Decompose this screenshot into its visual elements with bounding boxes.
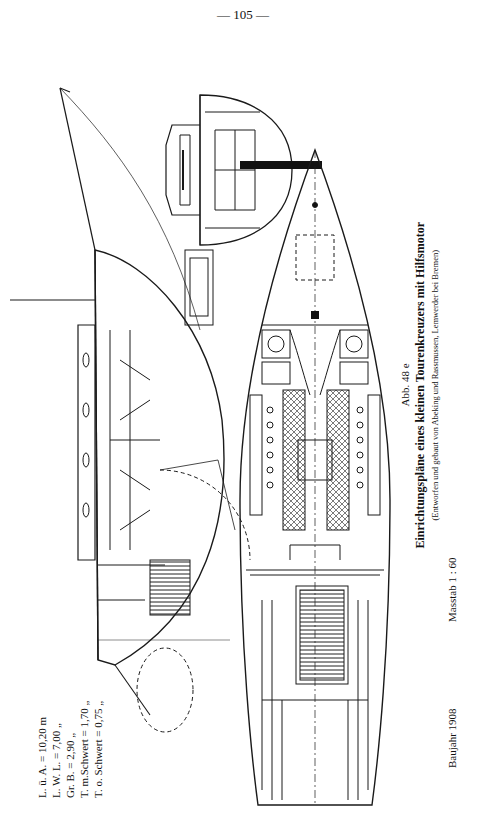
figure-number: Abb. 48 e — [399, 363, 411, 406]
build-year: Baujahr 1908 — [446, 708, 458, 768]
plan-view — [240, 150, 390, 805]
dimension-entry: L. W. L. = 7,00 „ — [50, 723, 62, 798]
midship-section — [166, 95, 322, 245]
designer-note: (Entworfen und gebaut von Abeking und Ra… — [431, 250, 440, 521]
scale-note: Masstab 1 : 60 — [446, 558, 458, 622]
dimension-entry: Gr. B. = 2,90 „ — [64, 733, 76, 798]
figure-title: Einrichtungspläne eines kleinen Tourenkr… — [414, 222, 427, 549]
side-elevation — [10, 88, 250, 732]
dimension-entry: T. o. Schwert = 0,75 „ — [92, 701, 104, 798]
dimension-entry: T. m.Schwert = 1,70 „ — [78, 701, 90, 798]
page-number: — 105 — — [217, 8, 269, 22]
dimension-entry: L. ü. A. = 10,20 m — [36, 717, 48, 798]
